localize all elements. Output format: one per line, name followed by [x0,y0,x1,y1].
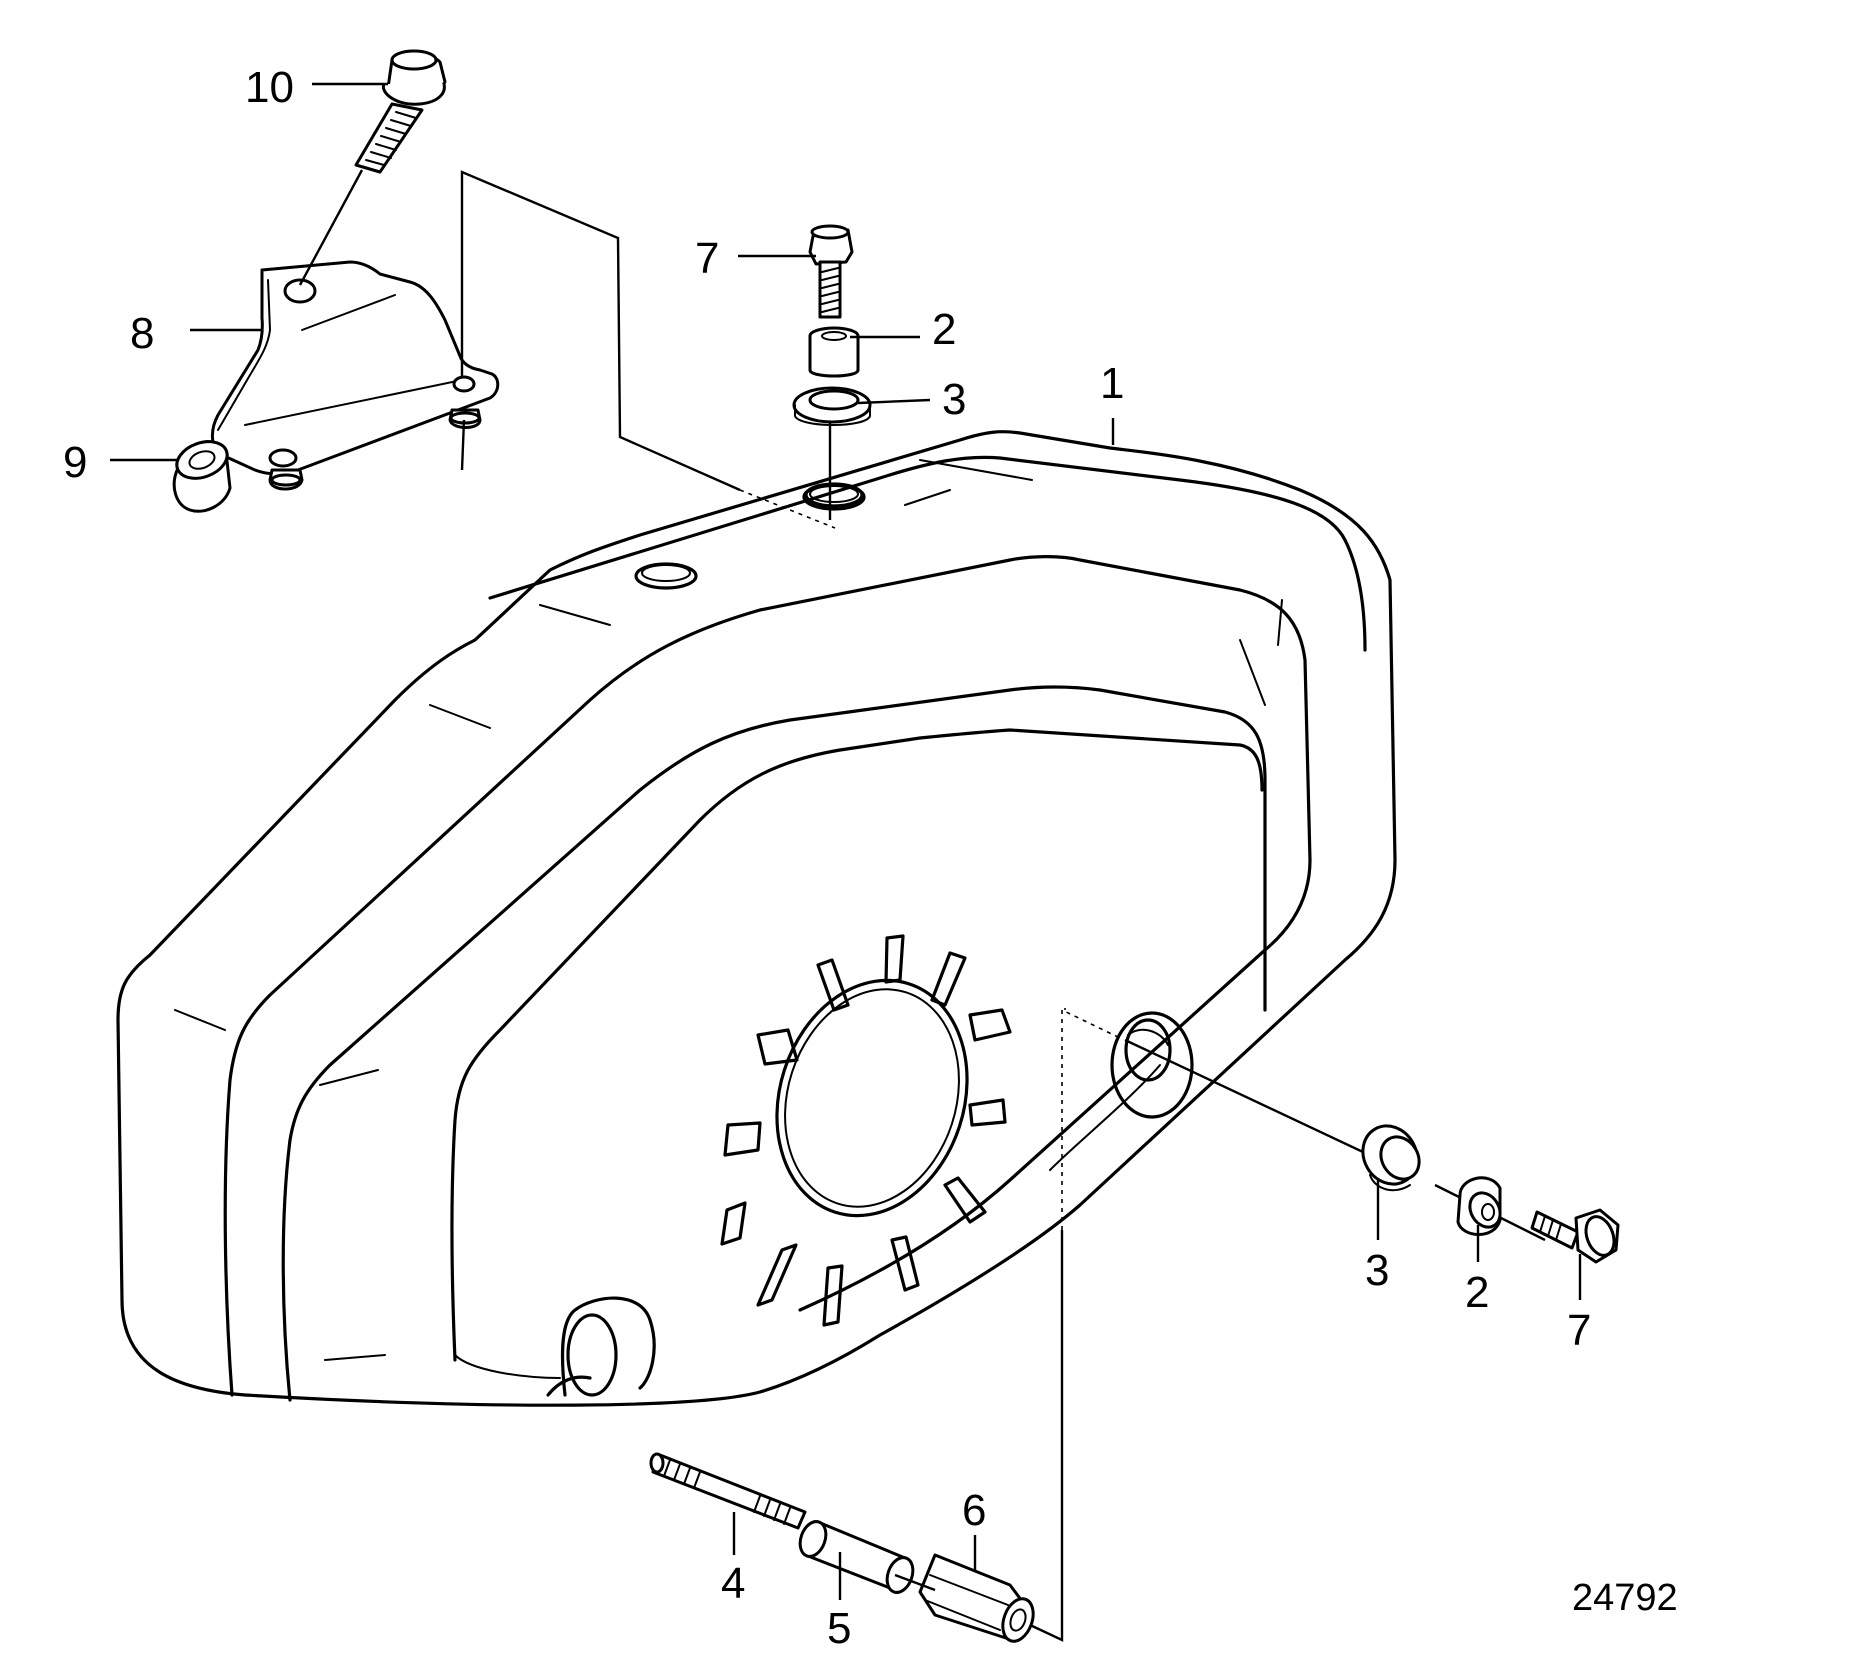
callout-3-right: 3 [1365,1246,1389,1295]
side-fastener-stack [1064,1008,1620,1264]
callout-4: 4 [721,1559,745,1608]
figure-number: 24792 [1572,1577,1678,1619]
callout-7-top: 7 [695,234,719,283]
timing-cover [116,430,1397,1407]
callout-9: 9 [63,438,87,487]
callout-1: 1 [1100,359,1124,408]
callout-2-top: 2 [932,305,956,354]
callout-7-right: 7 [1567,1306,1591,1355]
callout-2-right: 2 [1465,1268,1489,1317]
callout-6: 6 [962,1486,986,1535]
bracket-assembly [172,49,836,529]
callout-8: 8 [130,309,154,358]
callout-labels: 1 2 3 7 8 9 10 3 2 7 4 5 6 24792 [63,63,1678,1653]
top-fastener-stack [792,224,872,520]
callout-10: 10 [245,63,294,112]
callout-3-top: 3 [942,375,966,424]
stud-sleeve-nut [649,1008,1121,1643]
leader-lines [110,82,1582,1600]
callout-5: 5 [827,1604,851,1653]
vent-slots [720,934,1012,1327]
